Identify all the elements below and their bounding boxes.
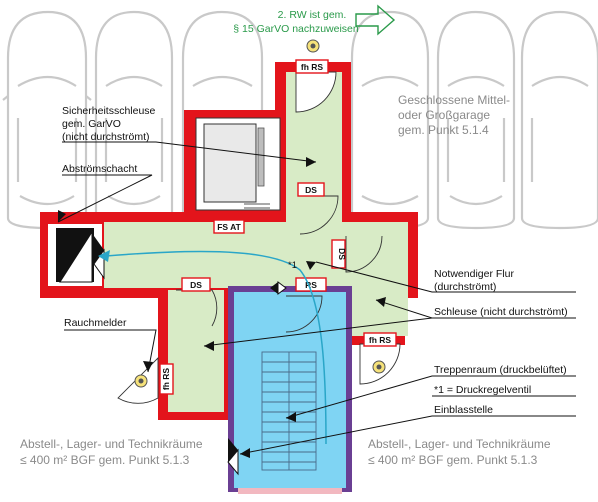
abstroemschacht [48, 224, 105, 286]
airflow-path [105, 250, 327, 445]
right-arrow-icon [355, 4, 396, 36]
label-rauchmelder: Rauchmelder [64, 317, 127, 329]
druckregelventil [270, 281, 287, 295]
left-labels: Sicherheitsschleuse gem. GarVO (nicht du… [62, 105, 156, 329]
label-sicherheitsschleuse-2: gem. GarVO [62, 118, 121, 130]
elevator-shaft [195, 117, 281, 211]
label-einblasstelle: Einblasstelle [434, 404, 493, 416]
label-druckregel: *1 = Druckregelventil [434, 384, 531, 396]
right-labels: Notwendiger Flur (durchströmt) Schleuse … [288, 260, 568, 416]
car-icon [436, 10, 516, 230]
bottom-labels: Abstell-, Lager- und Technikräume ≤ 400 … [20, 437, 551, 467]
tag-ds-left: DS [190, 280, 202, 290]
label-abstroemschacht: Abströmschacht [62, 163, 137, 175]
tag-fh-rs-left: fh RS [161, 368, 171, 391]
tag-fs-at: FS AT [217, 222, 241, 232]
garage-label: Geschlossene Mittel- oder Großgarage gem… [398, 93, 510, 137]
bottom-right-line1: Abstell-, Lager- und Technikräume [368, 437, 551, 451]
stairwell [227, 286, 352, 494]
bottom-left-line1: Abstell-, Lager- und Technikräume [20, 437, 203, 451]
label-star1: *1 [288, 260, 297, 271]
bottom-right-line2: ≤ 400 m² BGF gem. Punkt 5.1.3 [368, 453, 538, 467]
label-schleuse: Schleuse (nicht durchströmt) [434, 306, 568, 318]
top-note: 2. RW ist gem. § 15 GarVO nachzuweisen [233, 4, 396, 36]
car-icon [2, 10, 92, 230]
garage-line3: gem. Punkt 5.1.4 [398, 123, 489, 137]
schleuse-left-room [168, 290, 224, 412]
rooms [104, 72, 408, 412]
door-swing-rs-stair [285, 295, 323, 333]
top-note-line1: 2. RW ist gem. [278, 9, 347, 21]
upper-corridor-room [286, 200, 342, 224]
airflow-arrowhead [98, 250, 110, 262]
door-swing-ds-side [345, 235, 383, 273]
leader-arrowheads [58, 157, 386, 458]
tag-ds-shaft: DS [305, 185, 317, 195]
tag-ds-side: DS [337, 248, 347, 260]
tag-rs-stair: RS [305, 280, 317, 290]
door-swing-top [295, 71, 337, 113]
label-treppenraum: Treppenraum (druckbelüftet) [434, 364, 567, 376]
label-notwendiger-flur-2: (durchströmt) [434, 281, 496, 293]
door-swing-ds-left [176, 289, 218, 327]
bottom-left-line2: ≤ 400 m² BGF gem. Punkt 5.1.3 [20, 453, 190, 467]
tag-fh-rs-top: fh RS [301, 62, 324, 72]
leader-lines [57, 141, 576, 455]
label-sicherheitsschleuse-1: Sicherheitsschleuse [62, 105, 156, 117]
garage-line2: oder Großgarage [398, 108, 490, 122]
label-notwendiger-flur-1: Notwendiger Flur [434, 268, 514, 280]
garage-line1: Geschlossene Mittel- [398, 93, 510, 107]
smoke-detectors [134, 39, 386, 388]
car-icon [520, 10, 598, 230]
door-swing-ds-upper [299, 195, 339, 235]
top-note-line2: § 15 GarVO nachzuweisen [233, 23, 359, 35]
label-sicherheitsschleuse-3: (nicht durchströmt) [62, 131, 150, 143]
tag-fh-rs-right: fh RS [369, 335, 392, 345]
door-tags: fh RS DS FS AT DS DS RS fh RS fh RS [159, 59, 397, 395]
schleuse-right-room [345, 222, 408, 336]
